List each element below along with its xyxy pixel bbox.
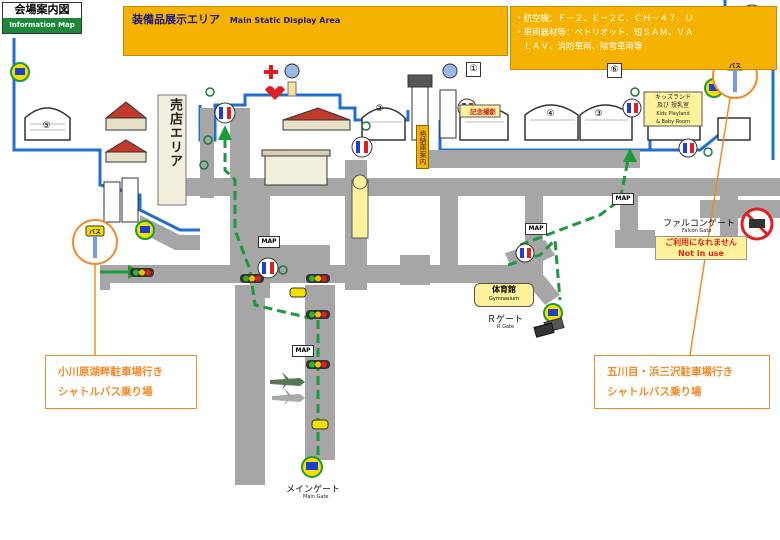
not-in-use-label: ご利用になれません <box>665 238 737 247</box>
exhibit-info-banner: ・航空機：Ｆ－２、Ｅ－２Ｃ、ＣＨ－４７、Ｕ ・車両器材等：ペトリオット、短ＳＡＭ… <box>510 6 777 70</box>
traffic-light-icon <box>130 268 330 369</box>
display-area-title: 装備品展示エリア <box>132 13 220 26</box>
map-sign: MAP <box>612 193 634 205</box>
area-marker-3: ③ <box>594 109 603 119</box>
hangar-stripes <box>30 119 628 131</box>
shop-area-label: 売店エリア <box>167 98 182 168</box>
callout-destination: 小川原湖畔駐車場行き <box>58 366 163 378</box>
r-gate-label-en: R Gate <box>497 324 515 330</box>
map-sign: MAP <box>292 345 314 357</box>
map-title-box: 会場案内図 Information Map <box>2 2 82 34</box>
photo-area-label: 記念撮影 <box>470 108 496 116</box>
info-icon <box>284 63 458 97</box>
wheelchair-icon <box>199 87 713 275</box>
r-gate-label: Ｒゲート <box>487 315 524 325</box>
kids-land-label-en: Kids Playland <box>656 111 690 117</box>
map-sign: MAP <box>525 223 547 235</box>
first-aid-icon <box>264 65 285 100</box>
main-gate-label: メインゲート <box>286 485 341 495</box>
display-area-banner: 装備品展示エリア Main Static Display Area <box>123 6 508 56</box>
display-area-title-en: Main Static Display Area <box>229 16 341 25</box>
bus-sign-label: バス <box>88 229 101 236</box>
callout-stop-label: シャトルバス乗り場 <box>58 386 153 398</box>
hangar-guidance-label: 格納庫案内 <box>416 125 429 169</box>
exhibit-info-line: ＬＡＶ、消防車両、除雪車両等 <box>515 42 643 52</box>
bus-stop-icon <box>10 62 724 478</box>
kids-land-sign-bg <box>643 91 703 127</box>
map-title-en: Information Map <box>3 18 81 33</box>
exhibit-info-line: ・航空機：Ｆ－２、Ｅ－２Ｃ、ＣＨ－４７、Ｕ <box>515 14 694 24</box>
shuttle-callout-ogawara: 小川原湖畔駐車場行き シャトルバス乗り場 <box>45 355 197 409</box>
baby-room-label: 及び 授乳室 <box>657 102 689 109</box>
main-gate-label-en: Main Gate <box>303 494 329 500</box>
shuttle-callout-gokawame: 五川目・浜三沢駐車場行き シャトルバス乗り場 <box>594 355 770 409</box>
aircraft-icon <box>270 372 305 406</box>
callout-connectors <box>94 97 731 356</box>
area-marker-4: ④ <box>546 109 555 119</box>
gymnasium-label-en: Gymnasium <box>489 296 519 302</box>
area-marker-5: ⑤ <box>42 121 51 131</box>
roads <box>100 108 780 485</box>
vehicle-icon <box>289 287 565 430</box>
area-marker-2: ② <box>375 104 384 114</box>
falcon-gate-label: ファルコンゲート <box>663 219 735 229</box>
no-entry-icon <box>740 207 774 241</box>
kids-land-sign: キッズランド 及び 授乳室 Kids Playland & Baby Room <box>645 94 701 126</box>
kids-land-label: キッズランド <box>654 94 691 101</box>
area-marker-6: ⑥ <box>607 63 622 78</box>
falcon-gate-label-en: Falcon Gate <box>682 228 712 234</box>
callout-destination: 五川目・浜三沢駐車場行き <box>607 366 733 378</box>
gymnasium-label: 体育館 <box>492 285 516 294</box>
bus-sign-label: バス <box>728 63 741 70</box>
exhibit-info-line: ・車両器材等：ペトリオット、短ＳＡＭ、ＶＡ <box>515 28 694 38</box>
map-sign: MAP <box>258 236 280 248</box>
buildings <box>103 74 457 239</box>
gymnasium-sign: 体育館 Gymnasium <box>474 283 534 307</box>
baby-room-label-en: & Baby Room <box>656 119 690 125</box>
falcon-gate-not-in-use: ご利用になれません Not in use <box>655 236 747 260</box>
map-title: 会場案内図 <box>3 3 81 17</box>
not-in-use-label-en: Not in use <box>678 249 724 258</box>
callout-stop-label: シャトルバス乗り場 <box>607 386 702 398</box>
photo-area-sign-bg <box>459 104 501 118</box>
area-marker-1: ① <box>466 62 481 77</box>
